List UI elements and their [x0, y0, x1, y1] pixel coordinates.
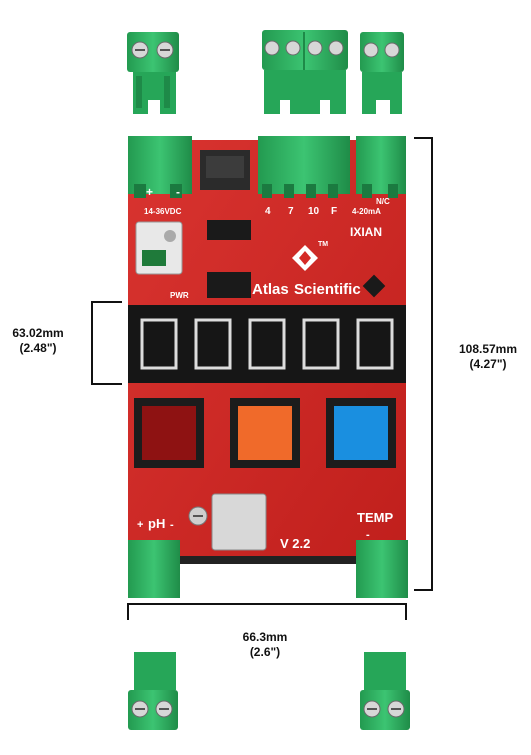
seven-segment-display — [128, 305, 406, 383]
atlas-logo-icon — [292, 245, 318, 271]
width-in: (2.6") — [249, 645, 281, 659]
power-plus-label: + — [146, 185, 153, 199]
nc-label: N/C — [376, 197, 390, 206]
display-dimension-label: 63.02mm (2.48") — [4, 326, 72, 356]
display-in: (2.48") — [19, 341, 57, 355]
version-label: V 2.2 — [280, 536, 310, 551]
display-dimension-bracket — [91, 301, 122, 385]
width-dimension-bracket — [127, 603, 407, 620]
plug-connector-ph — [128, 652, 178, 730]
width-dimension-label: 66.3mm (2.6") — [230, 630, 300, 660]
ph-plus-label: + — [137, 519, 143, 531]
red-button[interactable] — [142, 406, 196, 460]
brand-prefix: Atlas — [252, 281, 289, 298]
plug-connector-temp — [360, 652, 410, 730]
blue-button[interactable] — [334, 406, 388, 460]
output-label-f: F — [331, 206, 337, 217]
height-dimension-bracket — [414, 137, 433, 591]
display-mm: 63.02mm — [12, 326, 64, 340]
orange-button[interactable] — [238, 406, 292, 460]
height-mm: 108.57mm — [458, 342, 518, 356]
output-label-4: 4 — [265, 206, 271, 217]
ixian-logo: IXIAN — [350, 225, 382, 239]
plug-connector-current-loop — [360, 32, 404, 114]
pwr-label: PWR — [170, 291, 189, 300]
voltage-label: 14-36VDC — [144, 207, 182, 216]
pcb-board: + - 14-36VDC 4 7 10 F N/C 4-20mA IXIAN T… — [128, 136, 408, 598]
width-mm: 66.3mm — [242, 630, 288, 644]
trademark-mark: TM — [318, 241, 328, 248]
ph-minus-label: - — [170, 519, 174, 531]
temp-minus-label: - — [366, 529, 370, 541]
height-in: (4.27") — [469, 357, 507, 371]
output-label-7: 7 — [288, 206, 294, 217]
height-dimension-label: 108.57mm (4.27") — [452, 342, 524, 372]
temp-label: TEMP — [357, 510, 393, 525]
ph-label: pH — [148, 516, 165, 531]
output-label-10: 10 — [308, 206, 320, 217]
brand-suffix: Scientific — [294, 281, 361, 298]
power-minus-label: - — [176, 185, 180, 199]
plug-connector-outputs — [262, 30, 348, 114]
current-loop-label: 4-20mA — [352, 207, 381, 216]
plug-connector-power — [127, 32, 179, 114]
